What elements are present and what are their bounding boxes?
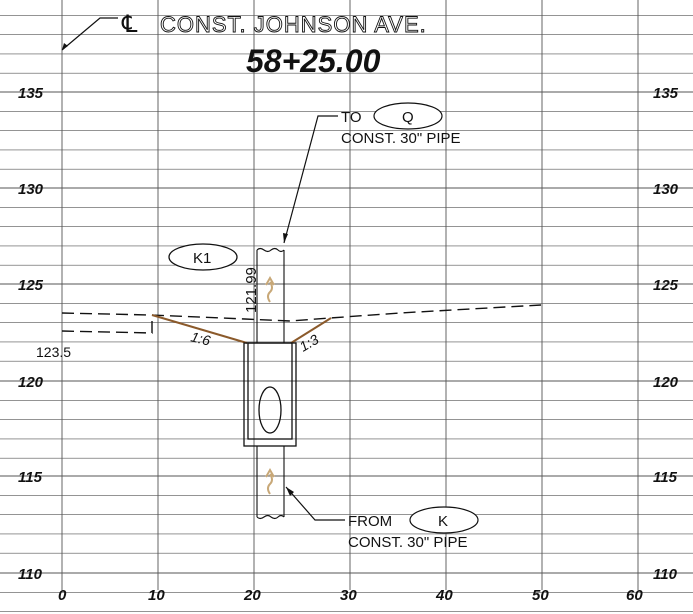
- callout-from-bubble: K: [438, 513, 448, 530]
- title-block: ℄ CONST. JOHNSON AVE. 58+25.00: [61, 11, 427, 79]
- elevation-labels-left: 135 130 125 120 115 110: [18, 85, 44, 583]
- structure-tag-label: K1: [193, 250, 211, 267]
- centerline-symbol: ℄: [121, 11, 138, 38]
- elevation-labels-right: 135 130 125 120 115 110: [653, 85, 679, 583]
- offset-labels: 0 10 20 30 40 50 60: [58, 587, 643, 604]
- callout-to-prefix: TO: [341, 109, 362, 126]
- outlet-pipe: [256, 247, 285, 343]
- flow-arrow-up-lower-icon: [265, 467, 275, 495]
- elev-label-135-left: 135: [18, 85, 44, 102]
- station-label: 58+25.00: [246, 43, 381, 79]
- title-label: CONST. JOHNSON AVE.: [160, 12, 427, 37]
- grading-slopes: [151, 314, 332, 344]
- existing-ground-profile: [61, 304, 542, 334]
- rim-elevation-label: 121.99: [243, 267, 260, 313]
- flow-arrow-up-icon: [265, 275, 275, 303]
- elev-label-120-right: 120: [653, 374, 679, 391]
- offset-label-50: 50: [532, 587, 549, 604]
- offset-label-20: 20: [243, 587, 261, 604]
- elev-label-125-left: 125: [18, 277, 44, 294]
- inlet-pipe: [256, 446, 285, 520]
- structure-tag: K1: [168, 243, 238, 271]
- callout-from-desc: CONST. 30" PIPE: [348, 534, 468, 551]
- elev-label-115-right: 115: [653, 469, 678, 486]
- elev-label-110-left: 110: [18, 566, 43, 583]
- elev-label-125-right: 125: [653, 277, 679, 294]
- offset-label-10: 10: [148, 587, 165, 604]
- callout-from-pipe: FROM K CONST. 30" PIPE: [285, 486, 479, 551]
- elev-label-120-left: 120: [18, 374, 44, 391]
- elev-label-135-right: 135: [653, 85, 679, 102]
- slope-label-left: 1:6: [189, 328, 212, 348]
- elev-label-130-right: 130: [653, 181, 679, 198]
- offset-label-30: 30: [340, 587, 357, 604]
- elev-label-115-left: 115: [18, 469, 43, 486]
- left-elevation-label: 123.5: [36, 344, 71, 360]
- offset-label-40: 40: [435, 587, 453, 604]
- slope-label-right: 1:3: [297, 331, 322, 355]
- elev-label-110-right: 110: [653, 566, 678, 583]
- offset-label-0: 0: [58, 587, 67, 604]
- callout-to-desc: CONST. 30" PIPE: [341, 130, 461, 147]
- callout-from-prefix: FROM: [348, 513, 392, 530]
- callout-to-bubble: Q: [402, 109, 414, 126]
- inlet-structure: [243, 342, 297, 447]
- elev-label-130-left: 130: [18, 181, 44, 198]
- offset-label-60: 60: [626, 587, 643, 604]
- callout-to-pipe: TO Q CONST. 30" PIPE: [283, 102, 461, 244]
